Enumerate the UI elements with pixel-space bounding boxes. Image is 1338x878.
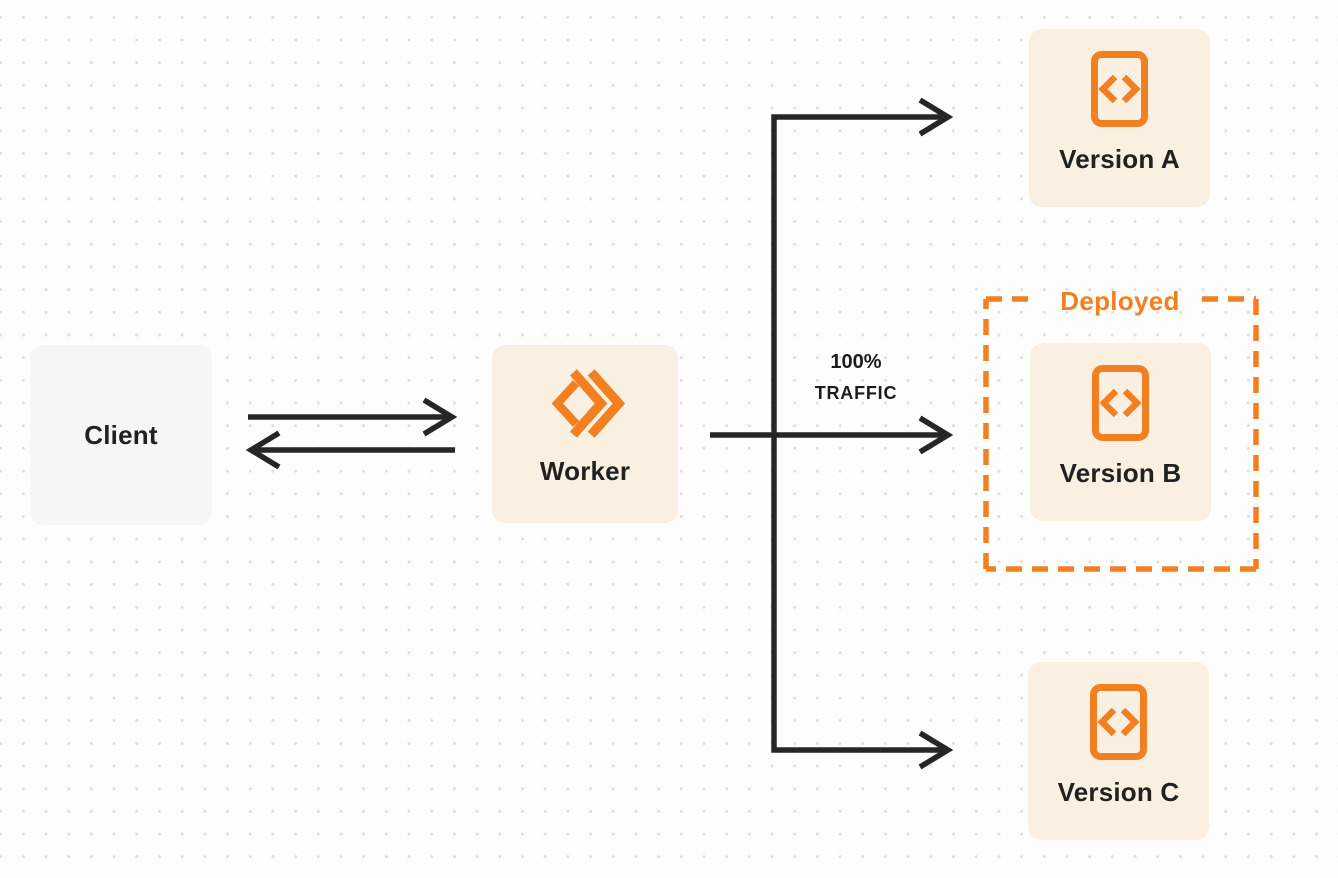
traffic-word-text: TRAFFIC [814, 383, 898, 403]
version-a-label: Version A [1059, 144, 1180, 174]
code-file-icon [1091, 51, 1148, 132]
arrow-client-to-worker [248, 397, 458, 437]
arrow-worker-to-version-b [710, 415, 954, 455]
traffic-percent-text: 100% [830, 351, 882, 373]
version-c-label: Version C [1057, 777, 1180, 807]
code-file-icon [1090, 684, 1147, 765]
client-label: Client [84, 419, 158, 450]
node-worker: Worker [492, 345, 678, 523]
worker-label: Worker [539, 456, 631, 486]
node-version-c: Version C [1028, 662, 1209, 840]
deployed-annotation: Deployed [1060, 286, 1180, 316]
code-file-icon [1092, 365, 1149, 446]
node-client: Client [30, 345, 212, 525]
node-version-a: Version A [1029, 29, 1210, 207]
deployed-dashed-outline [983, 296, 1259, 572]
cloudflare-workers-icon [544, 366, 626, 446]
arrow-worker-to-client [245, 430, 455, 470]
traffic-annotation: 100% TRAFFIC [776, 351, 936, 404]
version-b-label: Version B [1059, 458, 1182, 488]
node-version-b: Version B [1030, 343, 1211, 521]
